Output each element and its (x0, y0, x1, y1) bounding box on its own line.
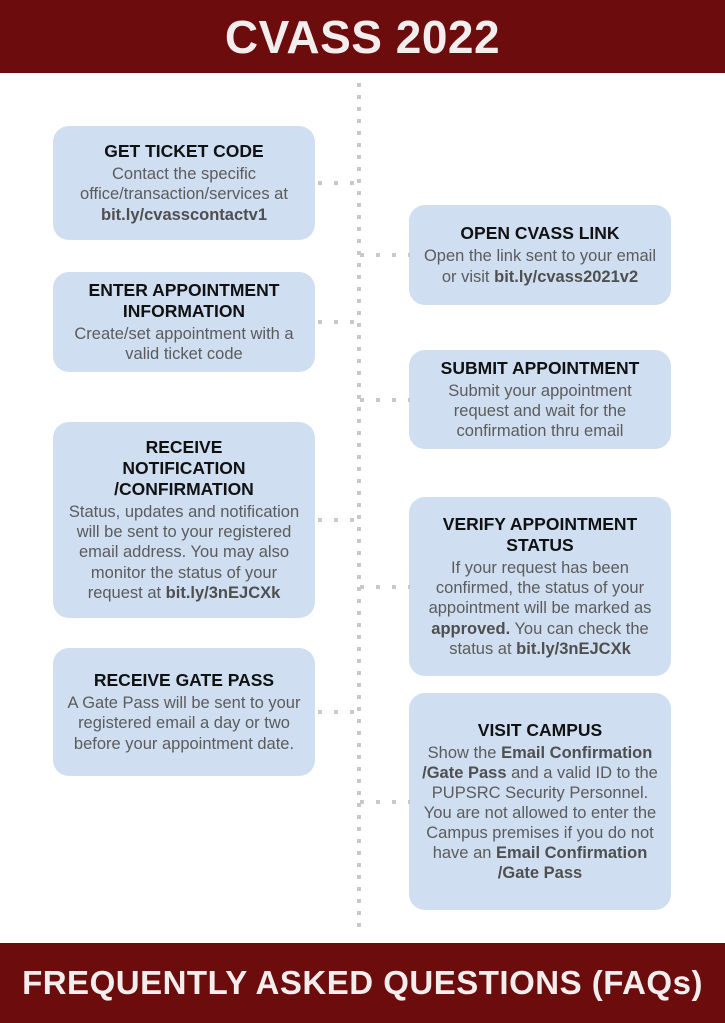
flow-branch-connector (360, 398, 410, 402)
step-card-title: GET TICKET CODE (104, 141, 264, 162)
step-card-title: VISIT CAMPUS (477, 719, 603, 740)
step-card-body: If your request has been confirmed, the … (428, 559, 652, 658)
step-card-body: Contact the specific office/transaction/… (80, 165, 288, 224)
step-card-title: VERIFY APPOINTMENT STATUS (442, 514, 638, 556)
flow-branch-connector (318, 320, 360, 324)
step-card-body: A Gate Pass will be sent to your registe… (67, 694, 301, 753)
step-card: VISIT CAMPUS Show the Email Confirmation … (409, 693, 671, 910)
flow-branch-connector (360, 585, 410, 589)
flow-branch-connector (360, 800, 410, 804)
flow-branch-connector (318, 181, 360, 185)
flow-branch-connector (318, 710, 360, 714)
page-title: CVASS 2022 (224, 10, 501, 63)
step-card-title: RECEIVE GATE PASS (93, 670, 275, 691)
step-card-title: RECEIVE NOTIFICATION /CONFIRMATION (114, 437, 254, 500)
footer-banner: FREQUENTLY ASKED QUESTIONS (FAQs) (0, 943, 725, 1023)
step-card: OPEN CVASS LINK Open the link sent to you… (409, 205, 671, 305)
step-card-body: Show the Email Confirmation /Gate Pass a… (422, 743, 658, 883)
step-card-body: Status, updates and notification will be… (68, 503, 300, 602)
flow-branch-connector (360, 253, 410, 257)
flow-spine-connector (357, 83, 361, 935)
footer-title: FREQUENTLY ASKED QUESTIONS (FAQs) (22, 964, 703, 1001)
step-card-title: OPEN CVASS LINK (460, 223, 620, 244)
step-card: GET TICKET CODE Contact the specific offi… (53, 126, 315, 240)
process-flow-diagram: GET TICKET CODE Contact the specific offi… (0, 73, 725, 943)
step-card-body: Submit your appointment request and wait… (448, 381, 632, 441)
header-banner: CVASS 2022 (0, 0, 725, 73)
step-card-title: ENTER APPOINTMENT INFORMATION (88, 279, 280, 321)
step-card: RECEIVE GATE PASS A Gate Pass will be sen… (53, 648, 315, 776)
step-card-title: SUBMIT APPOINTMENT (440, 357, 640, 378)
step-card: SUBMIT APPOINTMENT Submit your appointmen… (409, 350, 671, 449)
step-card-body: Open the link sent to your email or visi… (423, 247, 657, 286)
flow-branch-connector (318, 518, 360, 522)
step-card-body: Create/set appointment with a valid tick… (74, 324, 294, 363)
